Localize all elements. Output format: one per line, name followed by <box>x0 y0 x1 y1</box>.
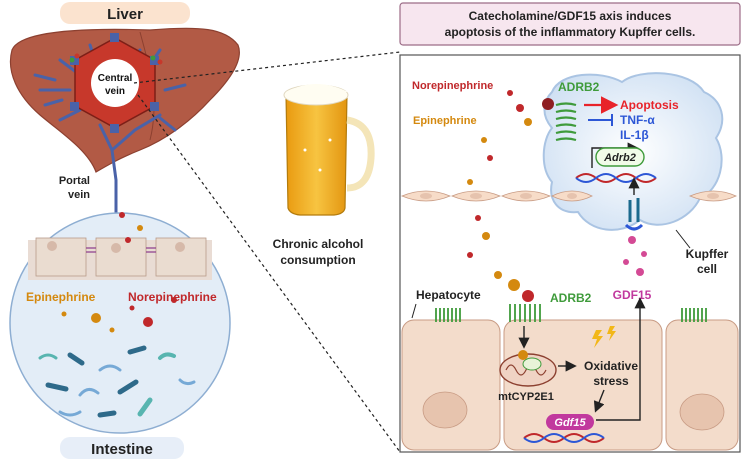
portal-vein-label-1: Portal <box>59 175 90 187</box>
mitochondrion-icon <box>499 350 557 387</box>
intestine-label-box: Intestine <box>60 437 184 459</box>
gene-to-gdf15-arrow <box>596 297 646 421</box>
panel-title-line1: Catecholamine/GDF15 axis induces <box>469 9 672 23</box>
ligand-top <box>542 98 554 110</box>
norepinephrine-left-label: Norepinephrine <box>128 290 217 304</box>
gdf15-receptor <box>624 198 644 231</box>
bacteria-icon <box>38 345 196 418</box>
hepatocyte-pointer <box>411 303 417 319</box>
central-vein-label-1: Central <box>98 73 133 84</box>
inhibit-symbol <box>588 114 613 126</box>
adrb2-gene-label: Adrb2 <box>603 152 636 164</box>
dna-icon <box>575 173 657 183</box>
panel-title-line2: apoptosis of the inflammatory Kupffer ce… <box>445 25 696 39</box>
oxidative-label-1: Oxidative <box>584 359 638 373</box>
gdf15-gene-box <box>546 414 594 430</box>
zoom-lines <box>133 51 401 453</box>
adrb2-gene-box <box>595 147 645 167</box>
adrb2-bottom-label: ADRB2 <box>550 291 592 305</box>
beer-mug-icon <box>283 84 375 216</box>
adrb2-top-label: ADRB2 <box>558 80 600 94</box>
portal-vein-label-2: vein <box>68 189 90 201</box>
liver-label-box: Liver <box>60 2 190 24</box>
gdf15-dots <box>623 236 647 276</box>
kupffer-pointer <box>675 229 691 249</box>
oxidative-label-2: stress <box>593 374 629 388</box>
dna-icon <box>523 433 605 443</box>
kupffer-label-2: cell <box>697 262 717 276</box>
gdf15-label: GDF15 <box>613 288 652 302</box>
catecholamine-dots-right <box>467 90 534 302</box>
receptor-icon <box>555 102 577 142</box>
chronic-label-1: Chronic alcohol <box>273 237 364 251</box>
hepatocyte-receptors <box>435 304 707 322</box>
hepatocyte-label: Hepatocyte <box>416 288 481 302</box>
stress-to-gene-arrow <box>593 389 605 413</box>
mtcyp-label: mtCYP2E1 <box>498 391 554 403</box>
apoptosis-label: Apoptosis <box>620 98 679 112</box>
lightning-icon <box>592 326 616 348</box>
epinephrine-left-label: Epinephrine <box>26 290 96 304</box>
tnf-label: TNF-α <box>620 113 655 127</box>
liver-label: Liver <box>107 6 143 23</box>
hepatocyte-cells <box>401 319 739 451</box>
panel-title-box: Catecholamine/GDF15 axis induces apoptos… <box>399 2 741 46</box>
central-vein-lobule: Central vein <box>69 33 163 133</box>
intestine-label: Intestine <box>91 441 153 458</box>
chronic-label-2: consumption <box>280 253 355 267</box>
central-vein-label-2: vein <box>105 86 125 97</box>
epinephrine-right-label: Epinephrine <box>413 115 477 127</box>
intestine-circle <box>9 212 231 434</box>
norepinephrine-right-label: Norepinephrine <box>412 80 493 92</box>
il1b-label: IL-1β <box>620 128 649 142</box>
catecholamine-dots-left <box>61 212 177 333</box>
gdf15-gene-label: Gdf15 <box>554 417 586 429</box>
kupffer-label-1: Kupffer <box>686 247 729 261</box>
